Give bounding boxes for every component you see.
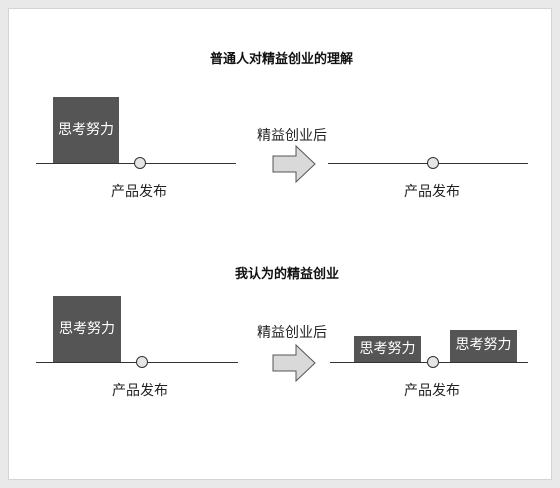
section2-left-release-label: 产品发布	[112, 383, 168, 399]
section1-title: 普通人对精益创业的理解	[210, 52, 354, 67]
section1-right-arrow-icon	[272, 145, 316, 183]
section1-left-effort-box: 思考努力	[53, 97, 119, 163]
section2-left-release-marker	[136, 356, 148, 368]
section2-right-arrow-icon	[272, 344, 316, 382]
diagram-frame	[8, 8, 552, 480]
section2-right-effort-box-2: 思考努力	[450, 330, 517, 362]
section1-left-release-label: 产品发布	[111, 184, 167, 200]
section1-left-release-marker	[134, 157, 146, 169]
section2-right-release-label: 产品发布	[404, 383, 460, 399]
section1-arrow-label: 精益创业后	[257, 128, 327, 144]
section2-right-effort-box-1: 思考努力	[354, 336, 421, 362]
section2-left-effort-box: 思考努力	[53, 296, 121, 362]
section2-title: 我认为的精益创业	[235, 267, 340, 282]
section2-arrow-label: 精益创业后	[257, 325, 327, 341]
section2-right-release-marker	[427, 356, 439, 368]
section1-right-release-label: 产品发布	[404, 184, 460, 200]
section1-right-release-marker	[427, 157, 439, 169]
